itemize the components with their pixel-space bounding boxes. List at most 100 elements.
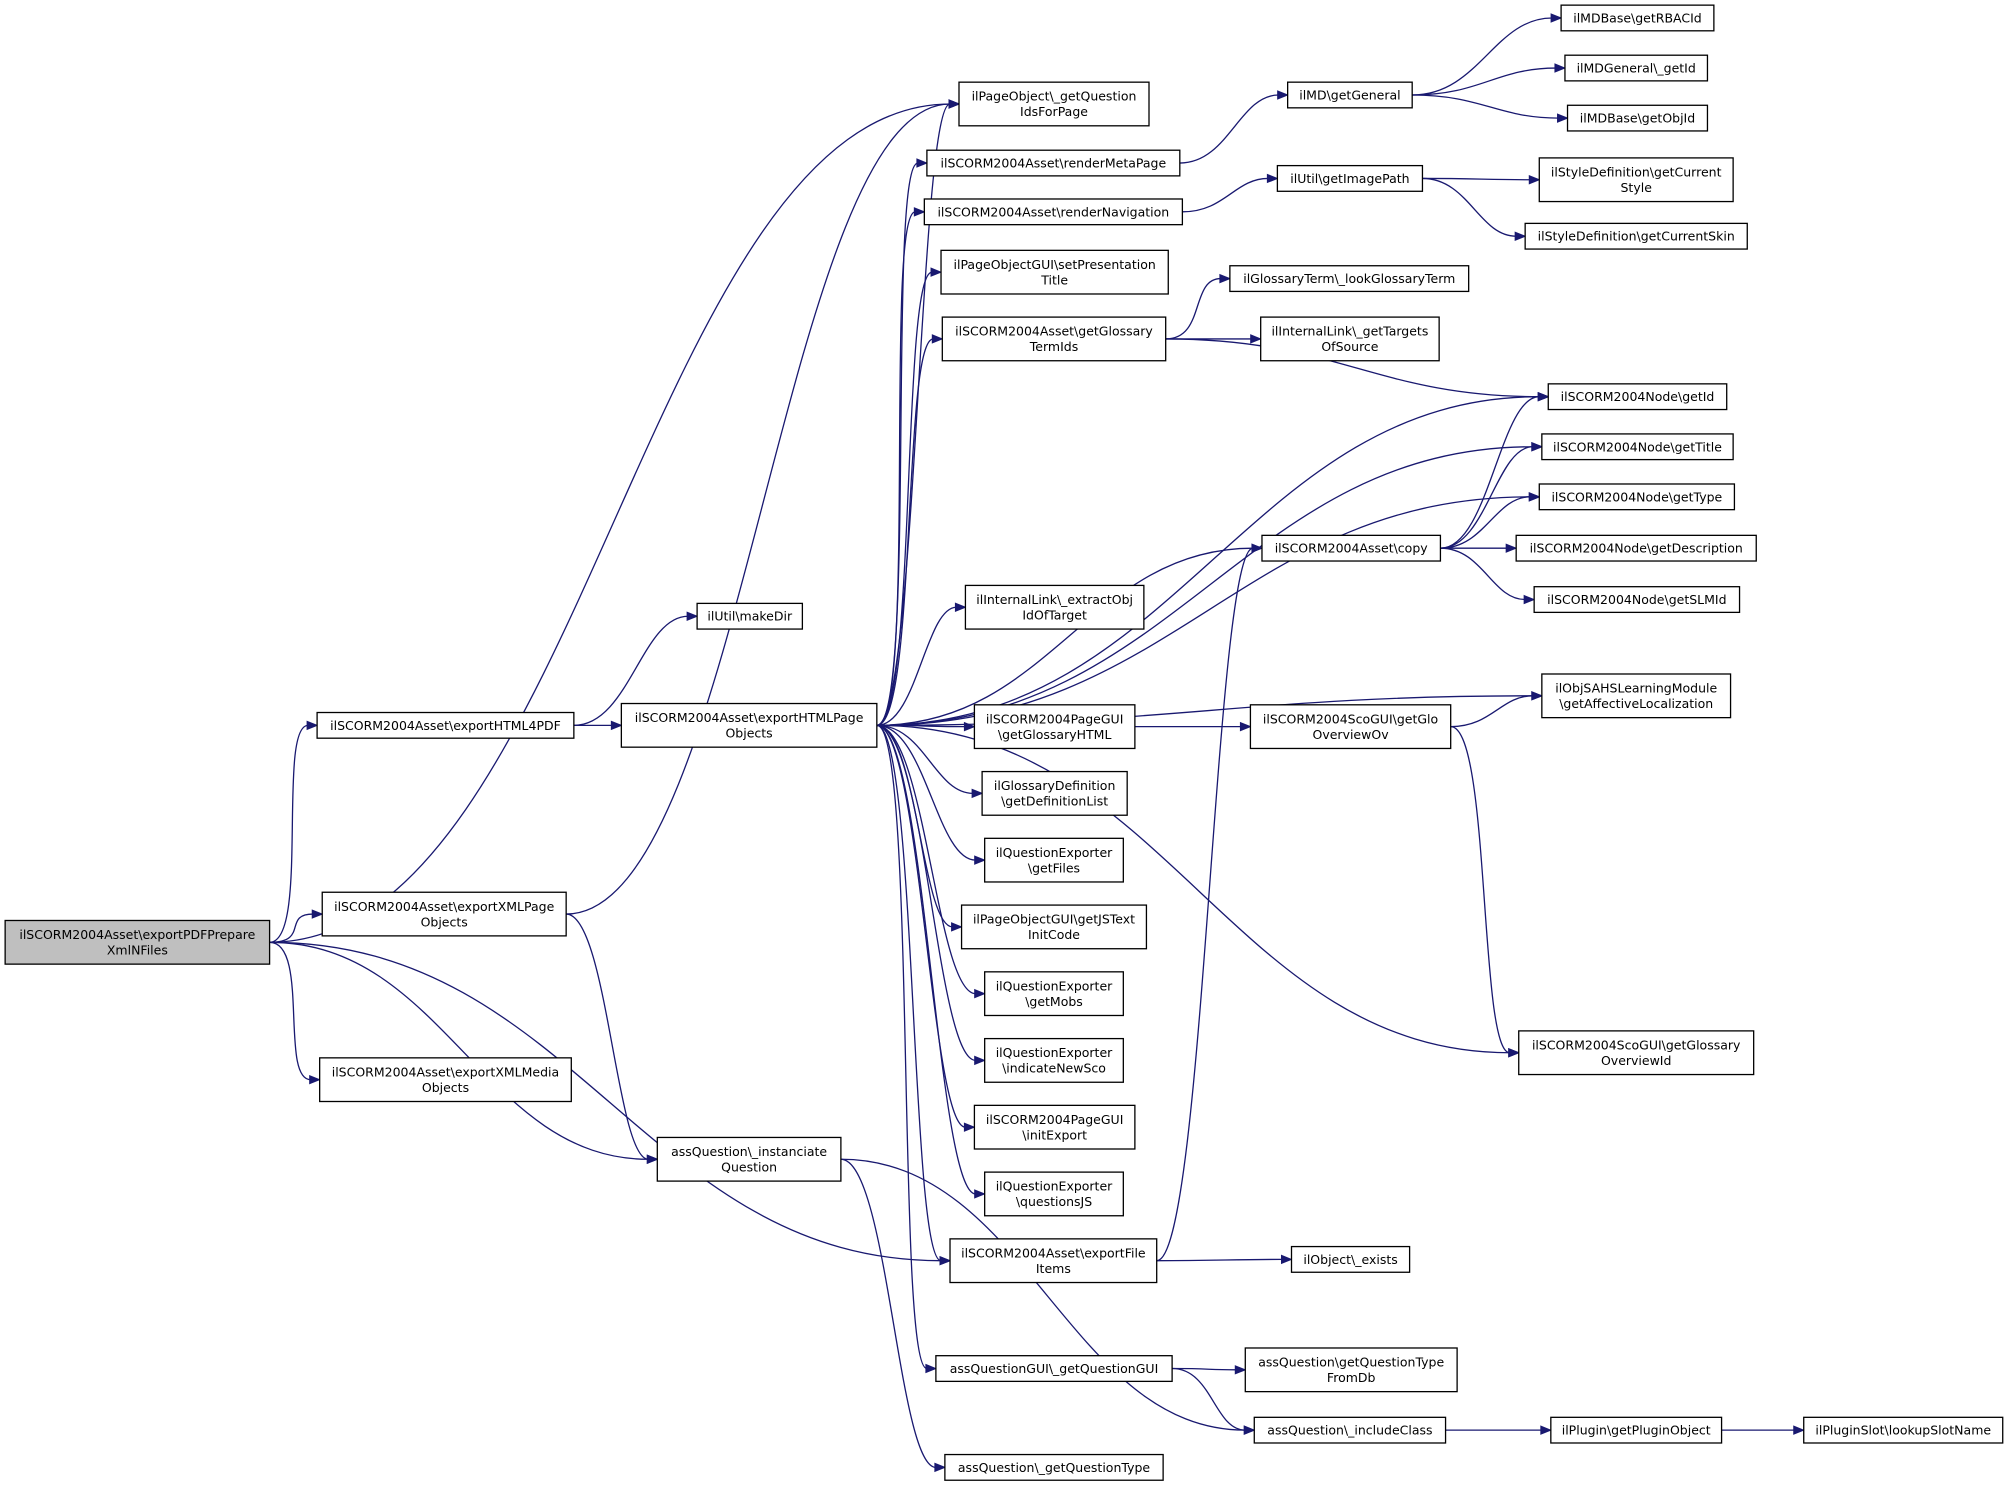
arrowhead-exportHTMLPageObjects: [610, 720, 623, 731]
arrowhead-includeClass: [1243, 1425, 1256, 1435]
node-getQuestionGUI[interactable]: assQuestionGUI\_getQuestionGUI: [935, 1355, 1173, 1383]
node-root[interactable]: ilSCORM2004Asset\exportPDFPrepareXmlNFil…: [4, 919, 271, 965]
node-nodeGetTitle[interactable]: ilSCORM2004Node\getTitle: [1541, 433, 1734, 461]
node-indicateNewSco[interactable]: ilQuestionExporter\indicateNewSco: [984, 1037, 1124, 1083]
node-mdGeneralGetId[interactable]: ilMDGeneral\_getId: [1564, 54, 1709, 82]
arrowhead-renderMetaPage: [916, 158, 929, 168]
node-lookupSlotName[interactable]: ilPluginSlot\lookupSlotName: [1803, 1416, 2004, 1444]
node-initExport[interactable]: ilSCORM2004PageGUI\initExport: [973, 1104, 1136, 1150]
node-getObjId[interactable]: ilMDBase\getObjId: [1566, 104, 1709, 132]
edge-exportHTMLPageObjects-to-questionsJS: [876, 724, 976, 1195]
node-getImagePath[interactable]: ilUtil\getImagePath: [1276, 164, 1424, 192]
edge-getImagePath-to-getCurrentSkin: [1422, 177, 1517, 237]
node-getGeneral[interactable]: ilMD\getGeneral: [1287, 81, 1413, 109]
node-label-line: ilInternalLink\_extractObj: [976, 592, 1133, 607]
node-lookGlossaryTerm[interactable]: ilGlossaryTerm\_lookGlossaryTerm: [1229, 265, 1470, 293]
node-nodeGetDescription[interactable]: ilSCORM2004Node\getDescription: [1515, 534, 1757, 562]
node-getGlossaryHTML[interactable]: ilSCORM2004PageGUI\getGlossaryHTML: [973, 704, 1136, 750]
node-renderMetaPage[interactable]: ilSCORM2004Asset\renderMetaPage: [926, 149, 1181, 177]
node-label-line: assQuestion\_includeClass: [1267, 1423, 1432, 1438]
node-getFiles[interactable]: ilQuestionExporter\getFiles: [984, 837, 1124, 883]
node-label-line: assQuestionGUI\_getQuestionGUI: [950, 1361, 1159, 1376]
arrowhead-nodeGetDescription: [1505, 543, 1518, 553]
node-label-line: ilUtil\getImagePath: [1290, 171, 1409, 186]
node-box: [696, 602, 804, 630]
edge-renderNavigation-to-getImagePath: [1182, 177, 1269, 213]
edge-exportHTMLPageObjects-to-extractObjIdOfTarget: [876, 606, 957, 726]
arrowhead-getJSTextInitCode: [951, 922, 963, 932]
node-label-line: ilSCORM2004ScoGUI\getGlo: [1263, 711, 1438, 726]
node-label-line: XmlNFiles: [107, 943, 168, 958]
arrowhead-exportXMLMediaObjects: [309, 1074, 322, 1085]
node-label-line: ilObject\_exists: [1303, 1252, 1397, 1267]
node-getMobs[interactable]: ilQuestionExporter\getMobs: [984, 971, 1124, 1017]
edge-root-to-instanciateQuestion: [269, 941, 649, 1160]
node-label-line: \initExport: [1022, 1127, 1087, 1142]
node-nodeGetId[interactable]: ilSCORM2004Node\getId: [1547, 383, 1728, 411]
node-box: [926, 149, 1181, 177]
node-objExists[interactable]: ilObject\_exists: [1290, 1245, 1411, 1273]
node-box: [1566, 104, 1709, 132]
node-box: [319, 1057, 572, 1103]
node-label-line: \getDefinitionList: [1001, 794, 1108, 809]
arrowhead-getTargetsOfSource: [1250, 334, 1263, 344]
arrowhead-getQuestionGUI: [925, 1363, 938, 1374]
node-nodeGetType[interactable]: ilSCORM2004Node\getType: [1538, 483, 1736, 511]
node-box: [923, 198, 1184, 226]
edge-copy-to-nodeGetId: [1440, 396, 1540, 549]
node-includeClass[interactable]: assQuestion\_includeClass: [1253, 1416, 1447, 1444]
arrowhead-nodeGetType: [1528, 492, 1541, 502]
node-copy[interactable]: ilSCORM2004Asset\copy: [1261, 534, 1442, 562]
node-getRBACId[interactable]: ilMDBase\getRBACId: [1560, 4, 1715, 32]
node-label-line: TermIds: [1029, 339, 1078, 354]
node-box: [960, 904, 1148, 950]
edge-copy-to-nodeGetType: [1440, 496, 1531, 549]
node-getCurrentSkin[interactable]: ilStyleDefinition\getCurrentSkin: [1524, 222, 1748, 250]
node-makeDir[interactable]: ilUtil\makeDir: [696, 602, 804, 630]
node-getDefinitionList[interactable]: ilGlossaryDefinition\getDefinitionList: [981, 770, 1128, 816]
edge-exportHTMLPageObjects-to-renderNavigation: [876, 211, 916, 726]
node-box: [1564, 54, 1709, 82]
node-label-line: ilMDGeneral\_getId: [1577, 61, 1696, 76]
node-box: [1244, 1347, 1458, 1393]
node-getAffectiveLocalization[interactable]: ilObjSAHSLearningModule\getAffectiveLoca…: [1541, 673, 1732, 719]
node-nodeGetSLMId[interactable]: ilSCORM2004Node\getSLMId: [1533, 586, 1741, 614]
node-label-line: OfSource: [1321, 339, 1378, 354]
node-box: [973, 704, 1136, 750]
arrowhead-exportXMLPageObjects: [311, 909, 324, 919]
node-getQuestionType[interactable]: assQuestion\_getQuestionType: [944, 1453, 1164, 1481]
node-label-line: OverviewId: [1601, 1053, 1671, 1068]
arrowhead-getImagePath: [1266, 173, 1279, 184]
arrowhead-getAffectiveLocalization: [1531, 691, 1544, 701]
edge-getGeneral-to-getObjId: [1412, 94, 1559, 119]
edge-getGloOverviewOv-to-getGlossaryOverviewId: [1450, 725, 1510, 1054]
node-box: [984, 1171, 1124, 1217]
node-renderNavigation[interactable]: ilSCORM2004Asset\renderNavigation: [923, 198, 1184, 226]
node-questionsJS[interactable]: ilQuestionExporter\questionsJS: [984, 1171, 1124, 1217]
node-getPluginObject[interactable]: ilPlugin\getPluginObject: [1550, 1416, 1723, 1444]
node-box: [1229, 265, 1470, 293]
edge-exportHTMLPageObjects-to-indicateNewSco: [876, 724, 976, 1062]
node-label-line: ilSCORM2004Asset\exportXMLMedia: [332, 1064, 559, 1079]
node-exportHTML4PDF[interactable]: ilSCORM2004Asset\exportHTML4PDF: [316, 711, 575, 739]
node-label-line: assQuestion\getQuestionType: [1258, 1355, 1444, 1370]
node-label-line: ilSCORM2004Asset\exportPDFPrepare: [19, 927, 255, 942]
node-label-line: IdsForPage: [1020, 104, 1088, 119]
node-box: [1260, 316, 1440, 362]
